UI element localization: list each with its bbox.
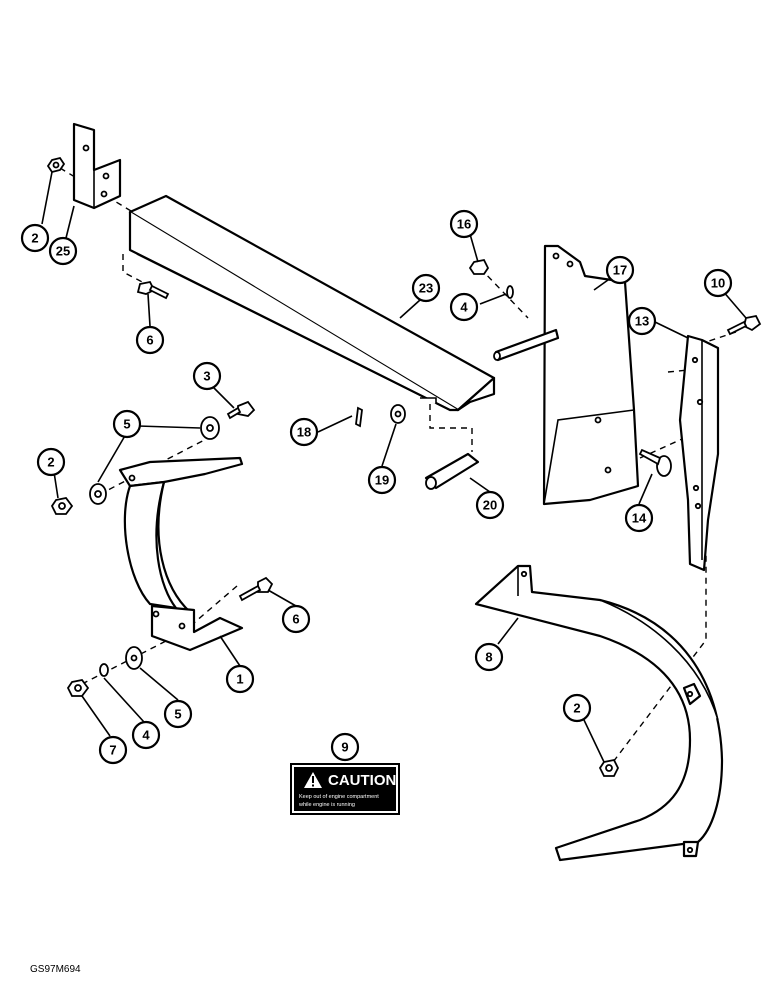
lock-washer-icon [506, 285, 514, 299]
svg-text:23: 23 [419, 281, 433, 296]
bolt-icon [226, 400, 256, 420]
callout-4: 4 [449, 292, 479, 322]
callout-25: 25 [48, 236, 78, 266]
callout-14: 14 [624, 503, 654, 533]
svg-text:5: 5 [174, 707, 181, 722]
svg-text:1: 1 [236, 672, 243, 687]
svg-text:18: 18 [297, 425, 311, 440]
svg-text:17: 17 [613, 263, 627, 278]
callout-7: 7 [98, 735, 128, 765]
svg-text:14: 14 [632, 511, 647, 526]
svg-text:19: 19 [375, 473, 389, 488]
svg-text:6: 6 [292, 612, 299, 627]
svg-text:9: 9 [341, 740, 348, 755]
svg-text:8: 8 [485, 650, 492, 665]
callout-19: 19 [367, 465, 397, 495]
hex-nut-icon [468, 258, 490, 275]
caution-decal: CAUTION Keep out of engine compartment w… [290, 763, 400, 815]
svg-text:10: 10 [711, 276, 725, 291]
svg-text:5: 5 [123, 417, 130, 432]
callout-10: 10 [703, 268, 733, 298]
svg-text:25: 25 [56, 244, 70, 259]
bolt-icon [238, 576, 274, 602]
callout-8: 8 [474, 642, 504, 672]
callout-6: 6 [135, 325, 165, 355]
carriage-bolt-icon [638, 448, 672, 477]
part-20-pin [424, 452, 480, 490]
figure-code: GS97M694 [30, 964, 81, 975]
callout-9: 9 [330, 732, 360, 762]
part-1-curved-strap [118, 456, 244, 652]
svg-text:4: 4 [142, 728, 150, 743]
caution-line-2: while engine is running [298, 802, 355, 808]
part-23-channel-support [128, 194, 496, 412]
svg-text:2: 2 [31, 231, 38, 246]
callouts: 2 25 6 16 17 10 23 4 13 3 5 18 19 2 20 1… [20, 209, 733, 765]
callout-6: 6 [281, 604, 311, 634]
callout-13: 13 [627, 306, 657, 336]
svg-text:20: 20 [483, 498, 497, 513]
part-8-curved-shield [474, 564, 724, 862]
warning-triangle-icon [304, 772, 322, 788]
part-25-angle-bracket [72, 122, 122, 210]
callout-5: 5 [112, 409, 142, 439]
callout-18: 18 [289, 417, 319, 447]
hardware [46, 156, 762, 777]
svg-text:16: 16 [457, 217, 471, 232]
part-13-support-strap [678, 334, 720, 572]
caution-line-1: Keep out of engine compartment [299, 794, 379, 800]
svg-text:6: 6 [146, 333, 153, 348]
lock-washer-icon [99, 663, 109, 677]
callout-3: 3 [192, 361, 222, 391]
callout-2: 2 [562, 693, 592, 723]
svg-text:4: 4 [460, 300, 468, 315]
callout-20: 20 [475, 490, 505, 520]
callout-2: 2 [20, 223, 50, 253]
bolt-icon [136, 280, 170, 300]
callout-4: 4 [131, 720, 161, 750]
callout-5: 5 [163, 699, 193, 729]
callout-16: 16 [449, 209, 479, 239]
cotter-pin-icon [355, 406, 363, 428]
svg-text:2: 2 [573, 701, 580, 716]
svg-text:2: 2 [47, 455, 54, 470]
bolt-icon [726, 314, 762, 336]
callout-17: 17 [605, 255, 635, 285]
part-17-side-panel [542, 244, 640, 506]
caution-heading: CAUTION [328, 772, 396, 789]
callout-leaders [41, 171, 747, 763]
hinge-rod [493, 328, 560, 362]
svg-text:7: 7 [109, 743, 116, 758]
callout-2: 2 [36, 447, 66, 477]
callout-23: 23 [411, 273, 441, 303]
svg-text:13: 13 [635, 314, 649, 329]
svg-text:3: 3 [203, 369, 210, 384]
callout-1: 1 [225, 664, 255, 694]
